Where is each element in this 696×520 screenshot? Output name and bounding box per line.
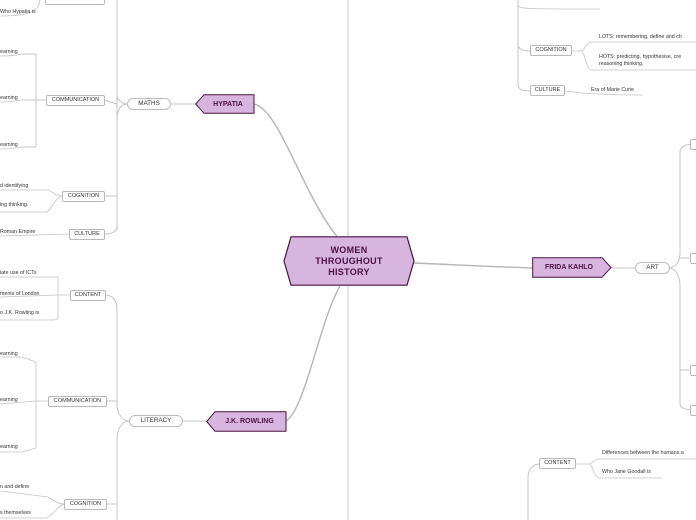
leaf-hots-line2: reasoning thinking. [599,61,644,67]
leaf-identifying[interactable]: d identifying [0,183,29,189]
kahlo-label: FRIDA KAHLO [545,264,593,271]
leaf-roman-empire[interactable]: Roman Empire [0,229,36,235]
leaf-who-rowling[interactable]: o J.K. Rowling is [0,310,40,316]
category-communication[interactable]: COMMUNICATION [48,396,107,407]
central-topic-label: WOMEN THROUGHOUT HISTORY [315,244,383,277]
leaf-who-goodall[interactable]: Who Jane Goodall is [602,469,651,475]
offscreen-node[interactable] [690,365,696,376]
category-cognition[interactable]: COGNITION [530,45,572,56]
category-cognition[interactable]: COGNITION [62,191,105,202]
category-culture[interactable]: CULTURE [69,229,105,240]
offscreen-node[interactable] [690,253,696,264]
category-content[interactable]: CONTENT [70,290,106,301]
offscreen-node[interactable] [690,139,696,150]
leaf-marie-curie[interactable]: Era of Marie Curie [591,87,634,93]
leaf-learning[interactable]: earning [0,397,18,403]
kahlo-shape [532,257,612,278]
offscreen-node[interactable] [45,0,105,5]
leaf-who-hypatia[interactable]: Who Hypatia is [0,9,36,15]
leaf-learning[interactable]: earning [0,444,18,450]
central-hexagon-shape [283,236,415,286]
link-center-kahlo [413,262,534,269]
leaf-hots[interactable]: HOTS: predicting, hypothesise, cre reaso… [599,54,681,68]
leaf-define[interactable]: n and define [0,484,30,490]
category-culture[interactable]: CULTURE [530,85,565,96]
category-communication[interactable]: COMMUNICATION [46,95,105,106]
rowling-shape [206,411,287,432]
leaf-learning[interactable]: earning [0,351,18,357]
central-topic-node[interactable]: WOMEN THROUGHOUT HISTORY [283,236,415,286]
category-content[interactable]: CONTENT [539,458,576,469]
category-cognition[interactable]: COGNITION [64,499,107,510]
leaf-icts[interactable]: iate use of ICTs [0,270,37,276]
leaf-hots-line1: HOTS: predicting, hypothesise, cre [599,54,682,60]
leaf-learning[interactable]: earning [0,49,18,55]
leaf-learning[interactable]: earning [0,142,18,148]
rowling-label: J.K. ROWLING [225,418,274,425]
link-center-hypatia [253,103,339,239]
subject-art[interactable]: ART [635,262,670,274]
leaf-learning[interactable]: earning [0,95,18,101]
leaf-lots[interactable]: LOTS: remembering, define and ch [599,34,682,40]
node-jk-rowling[interactable]: J.K. ROWLING [206,411,287,432]
leaf-thinking[interactable]: ing thinking. [0,202,29,208]
offscreen-node[interactable] [690,405,696,416]
leaf-themselves[interactable]: s themselves [0,510,31,516]
node-frida-kahlo[interactable]: FRIDA KAHLO [532,257,612,278]
node-hypatia[interactable]: HYPATIA [195,94,255,114]
link-center-rowling [285,285,341,422]
hypatia-label: HYPATIA [213,100,243,108]
leaf-humans[interactable]: Differences between the humans a [602,450,684,456]
leaf-london[interactable]: ments of London [0,291,40,297]
hypatia-shape [195,94,255,114]
subject-maths[interactable]: MATHS [127,98,171,110]
subject-literacy[interactable]: LITERACY [129,415,183,427]
